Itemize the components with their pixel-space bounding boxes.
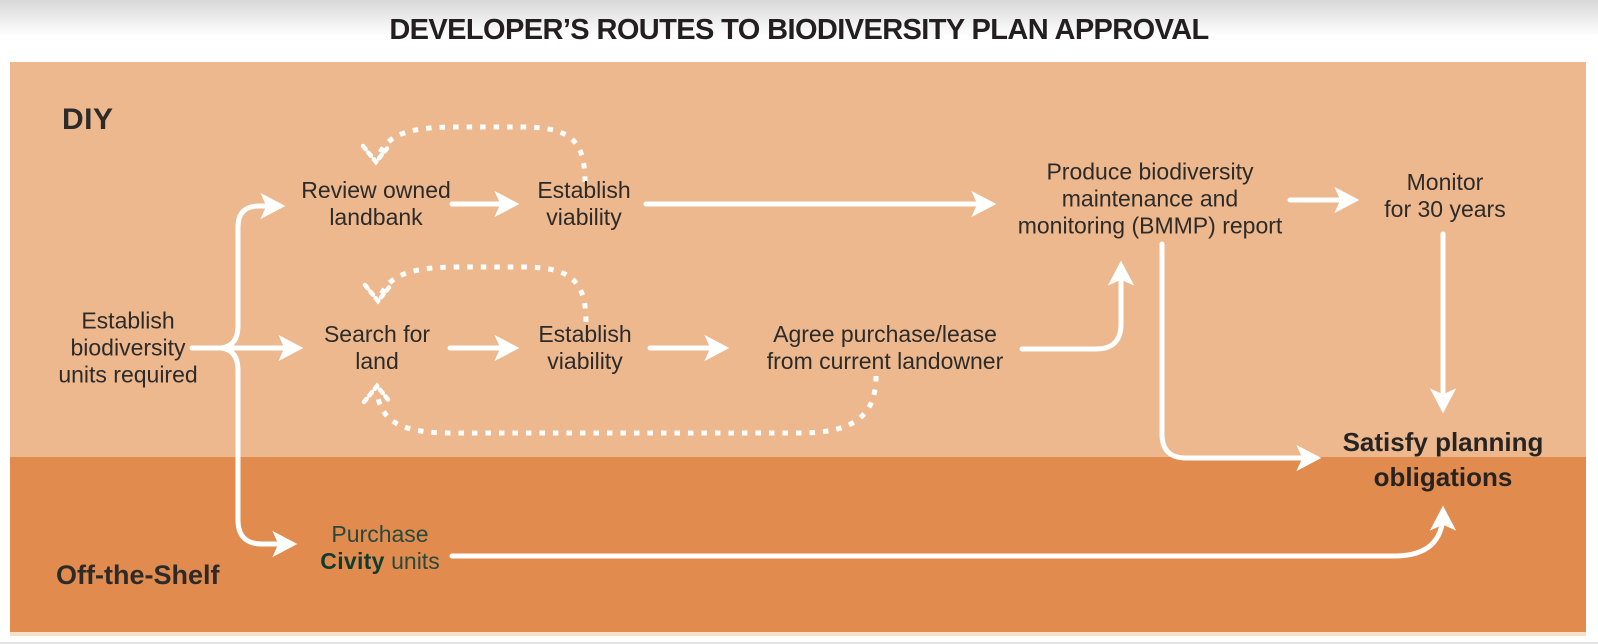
node-satisfy-planning-obligations: Satisfy planning obligations [1342, 427, 1544, 492]
purchase-label: Purchase [331, 521, 429, 547]
node-establish-viability-top: Establish viability [537, 177, 631, 230]
lane-label-diy: DIY [62, 103, 114, 136]
node-search-for-land: Search for land [323, 321, 431, 374]
bottom-rule [0, 642, 1598, 644]
units-label: units [384, 548, 440, 574]
top-gradient-band [0, 0, 1598, 40]
diagram-title: DEVELOPER’S ROUTES TO BIODIVERSITY PLAN … [389, 14, 1209, 46]
node-monitor-30-years: Monitor for 30 years [1384, 169, 1506, 222]
panel-footer-strip [10, 632, 1586, 636]
diy-lane-background [10, 62, 1586, 457]
node-establish-viability-mid: Establish viability [538, 321, 632, 374]
node-agree-purchase-lease: Agree purchase/lease from current landow… [766, 321, 1004, 374]
node-produce-bmmp-report: Produce biodiversity maintenance and mon… [1017, 158, 1283, 239]
lane-label-off-the-shelf: Off-the-Shelf [56, 560, 220, 590]
node-establish-biodiversity-units: Establish biodiversity units required [58, 307, 198, 388]
civity-brand-label: Civity [320, 548, 385, 574]
node-review-owned-landbank: Review owned landbank [301, 177, 451, 230]
